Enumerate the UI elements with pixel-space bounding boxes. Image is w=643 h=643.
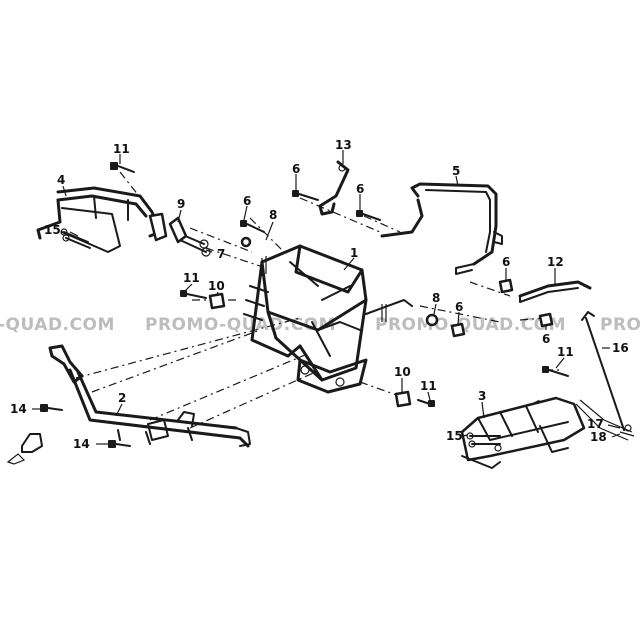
callout-10-left: 10 bbox=[208, 279, 225, 293]
callout-8-top: 8 bbox=[269, 208, 277, 222]
callout-6-left: 6 bbox=[243, 194, 251, 208]
rod-16 bbox=[581, 311, 625, 431]
bracket-9-icon bbox=[168, 216, 188, 244]
bolt-6e-icon bbox=[498, 278, 514, 294]
callout-13: 13 bbox=[335, 138, 352, 152]
bolt-11a-icon bbox=[110, 162, 135, 173]
bolt-6a-icon bbox=[240, 220, 265, 233]
callout-6-upper-right: 6 bbox=[356, 182, 364, 196]
bracket-small bbox=[6, 433, 43, 465]
leader-lines bbox=[32, 150, 621, 445]
bolt-11d-icon bbox=[542, 366, 569, 377]
callout-14-lower: 14 bbox=[73, 437, 90, 451]
nut-6d-icon bbox=[450, 322, 466, 338]
callout-6-near-8: 6 bbox=[455, 300, 463, 314]
callout-18: 18 bbox=[590, 430, 607, 444]
callout-5: 5 bbox=[452, 164, 460, 178]
roll-bar bbox=[380, 182, 503, 275]
bolt-7-icon bbox=[175, 231, 211, 257]
bolt-14a-icon bbox=[40, 404, 63, 412]
callout-14-upper: 14 bbox=[10, 402, 27, 416]
callout-11-bottom: 11 bbox=[420, 379, 437, 393]
clip-18-icon bbox=[619, 431, 635, 437]
nut-6f-icon bbox=[538, 312, 554, 328]
side-bar-12 bbox=[518, 280, 592, 303]
clip-17-icon bbox=[624, 424, 632, 432]
washer-8b-icon bbox=[425, 313, 439, 327]
screw-15a-icon bbox=[60, 228, 91, 249]
watermark-left: -QUAD.COM bbox=[0, 315, 115, 335]
bolt-11c-icon bbox=[417, 399, 435, 407]
callout-4: 4 bbox=[57, 173, 65, 187]
main-frame bbox=[243, 244, 413, 394]
callout-2: 2 bbox=[118, 391, 126, 405]
callout-16: 16 bbox=[612, 341, 629, 355]
callout-6-roll-bar: 6 bbox=[502, 255, 510, 269]
callout-11-right: 11 bbox=[557, 345, 574, 359]
callout-6-top: 6 bbox=[292, 162, 300, 176]
watermark-edge: PRO bbox=[600, 315, 642, 335]
lower-front-bar bbox=[48, 344, 251, 448]
callout-15-right: 15 bbox=[446, 429, 463, 443]
watermark-right: PROMO-QUAD.COM bbox=[375, 315, 566, 335]
callout-10-bottom: 10 bbox=[394, 365, 411, 379]
callout-7: 7 bbox=[217, 247, 225, 261]
callout-11-mid: 11 bbox=[183, 271, 200, 285]
callout-17: 17 bbox=[587, 417, 604, 431]
callout-6-right: 6 bbox=[542, 332, 550, 346]
bolt-6b-icon bbox=[292, 190, 319, 201]
callout-9: 9 bbox=[177, 197, 185, 211]
callouts: 11 4 15 9 7 6 8 11 10 6 13 6 5 1 8 6 6 1… bbox=[10, 138, 629, 451]
bolt-6c-icon bbox=[356, 210, 381, 221]
bushing-10b-icon bbox=[394, 390, 412, 408]
callout-15-left: 15 bbox=[44, 223, 61, 237]
callout-1: 1 bbox=[350, 246, 358, 260]
screw-15b-icon bbox=[466, 432, 501, 448]
bolt-14b-icon bbox=[108, 440, 131, 448]
callout-8-right: 8 bbox=[432, 291, 440, 305]
callout-11-top-left: 11 bbox=[113, 142, 130, 156]
bolt-11b-icon bbox=[180, 290, 207, 299]
bracket-13 bbox=[318, 160, 350, 216]
callout-12: 12 bbox=[547, 255, 564, 269]
bushing-10a-icon bbox=[208, 292, 226, 310]
washer-8a-icon bbox=[240, 236, 252, 248]
callout-3: 3 bbox=[478, 389, 486, 403]
front-upper-bracket bbox=[36, 186, 168, 253]
fasteners bbox=[40, 162, 635, 448]
